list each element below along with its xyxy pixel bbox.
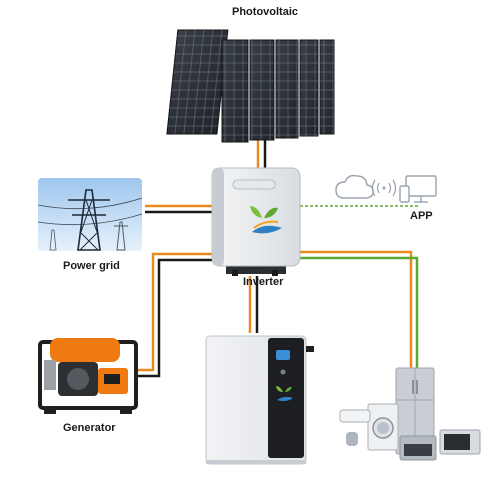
label-power-grid: Power grid (63, 260, 120, 272)
battery-pack-icon (206, 336, 314, 464)
wire-load-orange (300, 252, 411, 372)
cloud-icon (336, 176, 373, 198)
home-appliances-icon (340, 368, 480, 460)
wifi-signal-icon (373, 180, 396, 196)
wire-generator-black (136, 260, 212, 376)
label-inverter: Inverter (243, 276, 283, 288)
generator-icon (40, 338, 136, 414)
wire-load-green (300, 258, 417, 372)
label-photovoltaic: Photovoltaic (232, 6, 298, 18)
solar-panel-icon (167, 30, 334, 142)
wire-generator-orange (136, 254, 212, 370)
computer-phone-icon (400, 176, 436, 202)
inverter-device-icon (212, 168, 300, 276)
label-app: APP (410, 210, 433, 222)
label-generator: Generator (63, 422, 116, 434)
transmission-tower-icon (38, 178, 142, 251)
